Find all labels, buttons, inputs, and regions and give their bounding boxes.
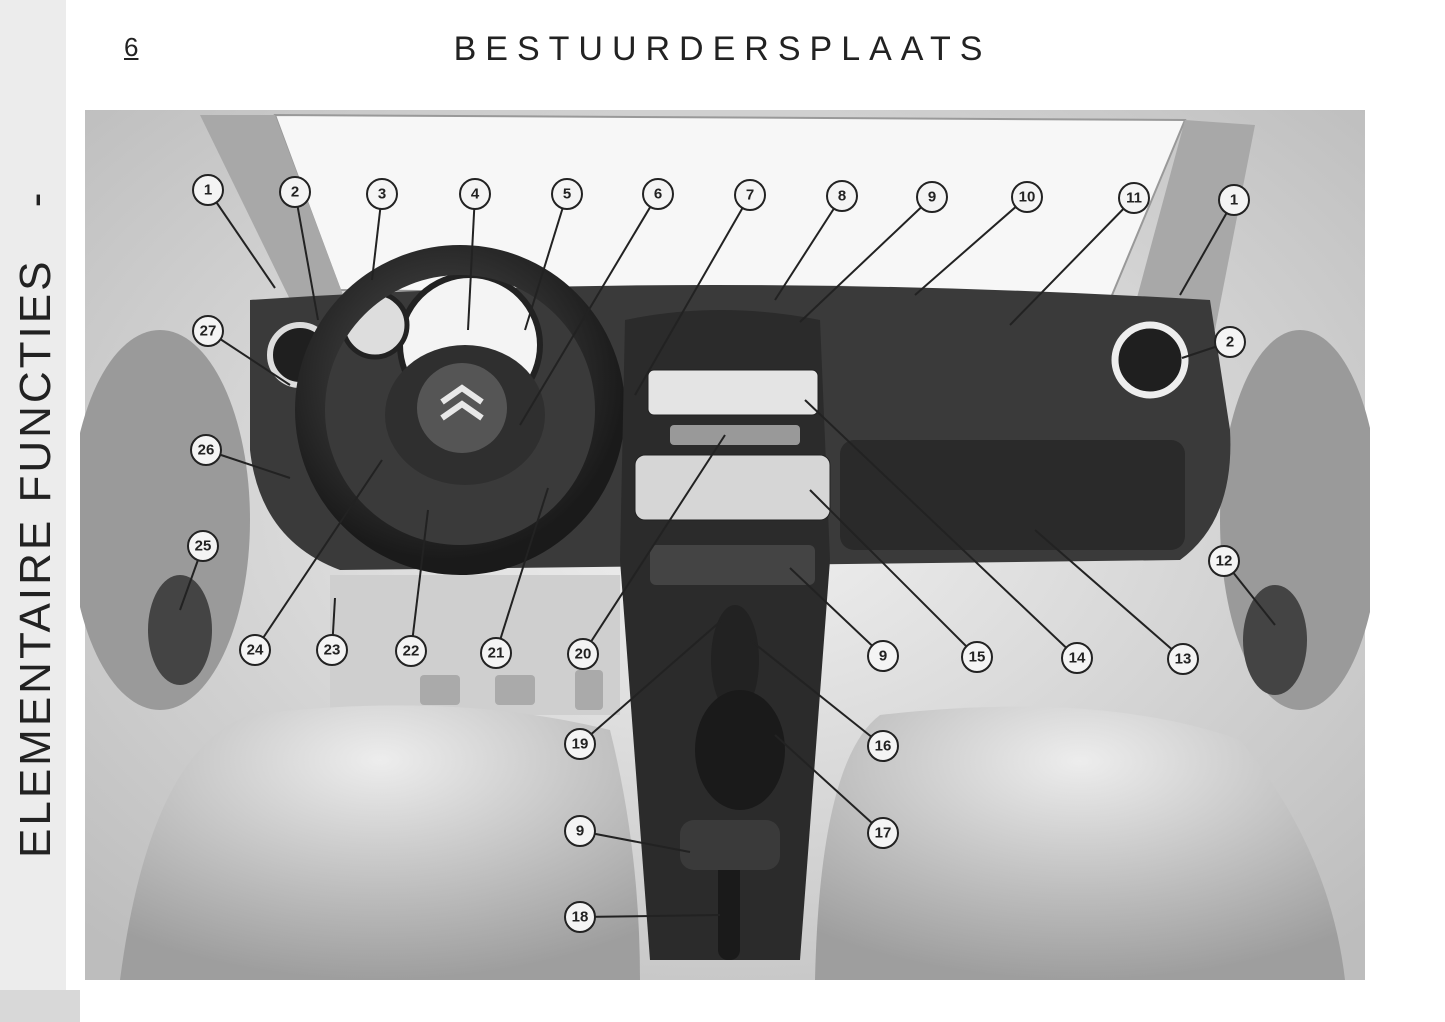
callout-8: 8 — [826, 180, 858, 212]
page-number: 6 — [124, 32, 139, 62]
right-a-pillar — [1135, 120, 1255, 330]
svg-text:16: 16 — [875, 738, 892, 755]
dashboard-illustration: 1 2 3 4 5 6 7 8 9 10 11 1 2 27 26 25 12 … — [80, 110, 1370, 980]
callout-9-bottom: 9 — [564, 815, 596, 847]
callout-19: 19 — [564, 728, 596, 760]
brand-emblem — [417, 363, 507, 453]
svg-text:13: 13 — [1175, 651, 1192, 668]
svg-text:7: 7 — [746, 187, 754, 204]
hazard-panel — [670, 425, 800, 445]
callout-15: 15 — [961, 641, 993, 673]
svg-text:18: 18 — [572, 909, 589, 926]
svg-text:20: 20 — [575, 646, 592, 663]
chapter-title: ELEMENTAIRE FUNCTIES - — [11, 0, 60, 858]
svg-text:24: 24 — [247, 642, 264, 659]
sidebar-tab — [0, 990, 80, 1022]
gear-lever — [711, 605, 759, 715]
callout-27: 27 — [192, 315, 224, 347]
svg-text:23: 23 — [324, 642, 341, 659]
left-door-handle — [148, 575, 212, 685]
callout-22: 22 — [395, 635, 427, 667]
svg-text:25: 25 — [195, 538, 212, 555]
right-air-vent — [1111, 321, 1189, 399]
brand-chevron-top — [440, 384, 484, 405]
callout-1: 1 — [192, 174, 224, 206]
radio-unit — [647, 369, 819, 416]
rear-storage — [680, 820, 780, 870]
callout-group: 1 2 3 4 5 6 7 8 9 10 11 1 2 27 26 25 12 … — [187, 174, 1250, 933]
callout-13: 13 — [1167, 643, 1199, 675]
gear-boot — [695, 690, 785, 810]
right-door-handle — [1243, 585, 1307, 695]
callout-23: 23 — [316, 634, 348, 666]
callout-14: 14 — [1061, 642, 1093, 674]
callout-10: 10 — [1011, 181, 1043, 213]
brand-chevron-bottom — [440, 400, 484, 421]
svg-text:19: 19 — [572, 736, 589, 753]
svg-text:11: 11 — [1126, 190, 1142, 207]
svg-text:8: 8 — [838, 188, 846, 205]
callout-9-middle: 9 — [867, 640, 899, 672]
svg-text:14: 14 — [1069, 650, 1086, 667]
callout-16: 16 — [867, 730, 899, 762]
callout-6: 6 — [642, 178, 674, 210]
brake-pedal — [495, 675, 535, 705]
svg-text:22: 22 — [403, 643, 420, 660]
chapter-marker: - — [11, 189, 60, 208]
steering-wheel — [295, 245, 625, 575]
climate-controls — [634, 454, 831, 521]
chapter-sidebar: ELEMENTAIRE FUNCTIES - — [0, 0, 66, 990]
glovebox — [840, 440, 1185, 550]
svg-text:9: 9 — [576, 823, 584, 840]
callout-7: 7 — [734, 179, 766, 211]
callout-21: 21 — [480, 637, 512, 669]
svg-text:2: 2 — [291, 184, 299, 201]
callout-5: 5 — [551, 178, 583, 210]
svg-text:2: 2 — [1226, 334, 1234, 351]
svg-text:10: 10 — [1019, 189, 1036, 206]
storage-tray — [650, 545, 815, 585]
passenger-seat — [815, 706, 1345, 980]
callout-2: 2 — [279, 176, 311, 208]
callout-20: 20 — [567, 638, 599, 670]
parking-brake — [718, 860, 740, 960]
svg-text:12: 12 — [1216, 553, 1233, 570]
callout-11: 11 — [1118, 182, 1150, 214]
chapter-title-text: ELEMENTAIRE FUNCTIES — [11, 258, 60, 858]
callout-26: 26 — [190, 434, 222, 466]
svg-text:21: 21 — [488, 645, 505, 662]
callout-25: 25 — [187, 530, 219, 562]
svg-text:1: 1 — [204, 182, 212, 199]
callout-24: 24 — [239, 634, 271, 666]
svg-text:5: 5 — [563, 186, 571, 203]
callout-2-right: 2 — [1214, 326, 1246, 358]
svg-text:6: 6 — [654, 186, 662, 203]
svg-text:15: 15 — [969, 649, 986, 666]
svg-text:27: 27 — [200, 323, 217, 340]
svg-text:4: 4 — [471, 186, 480, 203]
svg-text:17: 17 — [875, 825, 892, 842]
accelerator-pedal — [575, 670, 603, 710]
svg-text:1: 1 — [1230, 192, 1238, 209]
callout-9-top: 9 — [916, 181, 948, 213]
svg-text:9: 9 — [879, 648, 887, 665]
callout-12: 12 — [1208, 545, 1240, 577]
callout-4: 4 — [459, 178, 491, 210]
svg-text:3: 3 — [378, 186, 386, 203]
callout-18: 18 — [564, 901, 596, 933]
callout-1-right: 1 — [1218, 184, 1250, 216]
page-title: BESTUURDERSPLAATS — [453, 30, 992, 68]
svg-text:26: 26 — [198, 442, 215, 459]
callout-3: 3 — [366, 178, 398, 210]
callout-17: 17 — [867, 817, 899, 849]
driver-seat — [120, 705, 640, 980]
svg-text:9: 9 — [928, 189, 936, 206]
clutch-pedal — [420, 675, 460, 705]
